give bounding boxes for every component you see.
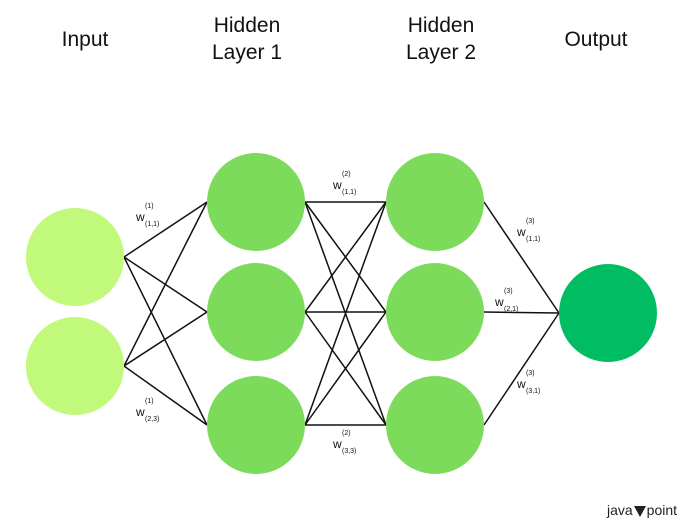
- hidden-layer-2-title: Hidden Layer 2: [405, 14, 477, 64]
- edge-hidden-2-3-to-output-1: [483, 312, 560, 426]
- hidden-1-neuron-1: [207, 153, 305, 251]
- hidden-2-neuron-3: [386, 376, 484, 474]
- edge-input-2-to-hidden-1-3: [123, 365, 208, 426]
- logo-triangle-icon: [633, 505, 646, 517]
- edge-input-2-to-hidden-1-1: [123, 201, 208, 367]
- weight-label-w3-31: w(3)(3,1): [517, 370, 541, 395]
- output-layer-title: Output: [564, 28, 628, 51]
- edge-hidden-2-1-to-output-1: [483, 201, 560, 314]
- weight-label-w2-33: w(2)(3,3): [333, 430, 357, 455]
- hidden-1-neuron-2: [207, 263, 305, 361]
- hidden-1-neuron-3: [207, 376, 305, 474]
- edge-hidden-1-3-to-hidden-2-2: [304, 311, 387, 426]
- logo-text-left: java: [606, 502, 633, 518]
- input-neuron-2: [26, 317, 124, 415]
- output-neuron-1: [559, 264, 657, 362]
- input-neuron-1: [26, 208, 124, 306]
- edge-input-1-to-hidden-1-3: [123, 256, 208, 426]
- hidden-2-neuron-1: [386, 153, 484, 251]
- input-layer-title: Input: [61, 28, 109, 51]
- logo-text-right: point: [646, 502, 678, 518]
- hidden-2-neuron-2: [386, 263, 484, 361]
- hidden-layer-1-title: Hidden Layer 1: [211, 14, 283, 64]
- weight-label-w3-11: w(3)(1,1): [517, 218, 541, 243]
- weight-label-w1-11: w(1)(1,1): [136, 203, 160, 228]
- weight-label-w1-23: w(1)(2,3): [136, 398, 160, 423]
- edge-hidden-1-3-to-hidden-2-1: [304, 201, 387, 426]
- edge-input-1-to-hidden-1-1: [123, 201, 208, 258]
- edge-input-2-to-hidden-1-2: [123, 311, 208, 367]
- weight-label-w3-21: w(3)(2,1): [495, 288, 519, 313]
- javatpoint-logo: java point: [596, 498, 688, 522]
- weight-label-w2-11: w(2)(1,1): [333, 171, 357, 196]
- edge-hidden-1-2-to-hidden-2-1: [304, 201, 387, 313]
- edge-hidden-2-2-to-output-1: [483, 311, 560, 314]
